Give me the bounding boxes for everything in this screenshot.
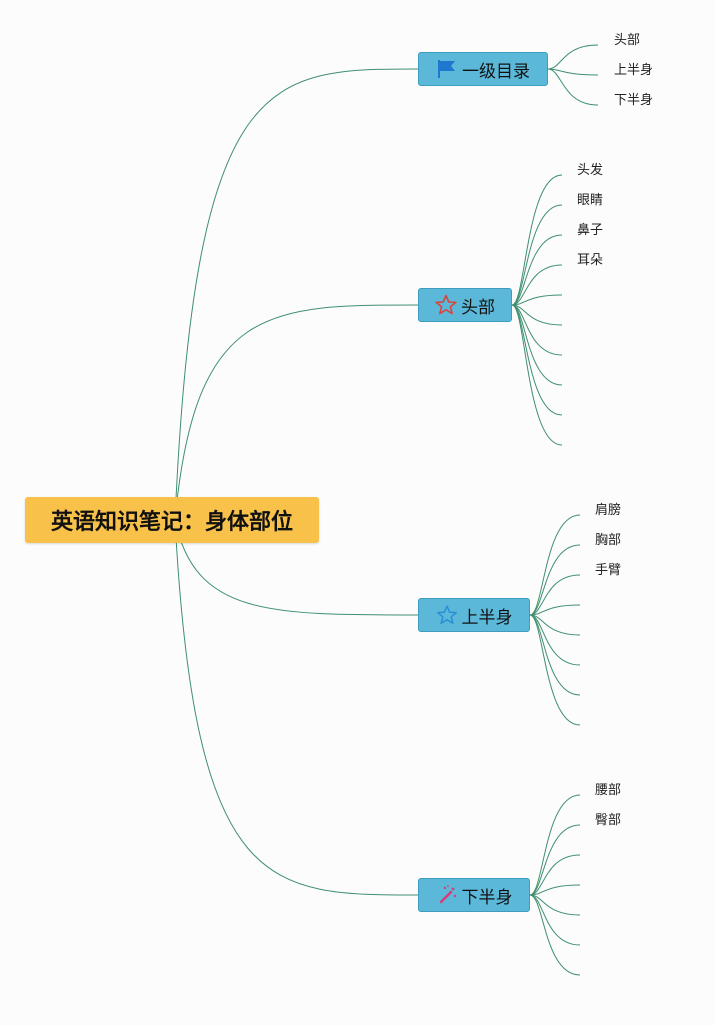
topic-to-leaf-connector bbox=[547, 68, 599, 76]
leaf-node[interactable]: 头发 bbox=[577, 163, 604, 178]
topic-to-leaf-connector bbox=[511, 304, 563, 326]
topic-to-leaf-connector bbox=[529, 824, 581, 896]
topic-to-leaf-connector bbox=[511, 304, 563, 446]
topic-to-leaf-connector bbox=[511, 234, 563, 306]
root-to-topic-connector bbox=[174, 519, 419, 896]
topic-label: 一级目录 bbox=[462, 61, 530, 82]
topic-to-leaf-connector bbox=[529, 614, 581, 666]
star-outline-red-icon bbox=[435, 294, 457, 316]
topic-head[interactable]: 头部 bbox=[418, 288, 512, 322]
topic-lower-body[interactable]: 下半身 bbox=[418, 878, 530, 912]
root-to-topic-connector bbox=[174, 68, 419, 521]
topic-to-leaf-connector bbox=[511, 304, 563, 356]
topic-to-leaf-connector bbox=[511, 294, 563, 306]
flag-icon bbox=[436, 58, 458, 80]
leaf-node[interactable]: 胸部 bbox=[595, 533, 622, 548]
topic-to-leaf-connector bbox=[547, 68, 599, 106]
root-topic[interactable]: 英语知识笔记：身体部位 bbox=[25, 497, 319, 543]
topic-to-leaf-connector bbox=[529, 854, 581, 896]
leaf-node[interactable]: 肩膀 bbox=[595, 503, 622, 518]
topic-to-leaf-connector bbox=[529, 604, 581, 616]
leaf-node[interactable]: 臀部 bbox=[595, 813, 622, 828]
topic-to-leaf-connector bbox=[529, 894, 581, 946]
leaf-node[interactable]: 上半身 bbox=[614, 63, 654, 78]
leaf-node[interactable]: 头部 bbox=[614, 33, 641, 48]
leaf-node[interactable]: 手臂 bbox=[595, 563, 622, 578]
topic-to-leaf-connector bbox=[529, 884, 581, 896]
topic-to-leaf-connector bbox=[529, 894, 581, 976]
topic-to-leaf-connector bbox=[511, 264, 563, 306]
leaf-node[interactable]: 下半身 bbox=[614, 93, 654, 108]
topic-to-leaf-connector bbox=[529, 574, 581, 616]
topic-upper-body[interactable]: 上半身 bbox=[418, 598, 530, 632]
leaf-node[interactable]: 腰部 bbox=[595, 783, 622, 798]
topic-to-leaf-connector bbox=[529, 514, 581, 616]
root-to-topic-connector bbox=[174, 519, 419, 616]
root-topic-label: 英语知识笔记：身体部位 bbox=[50, 510, 293, 535]
root-to-topic-connector bbox=[174, 304, 419, 521]
topic-label: 下半身 bbox=[461, 887, 513, 908]
magic-wand-icon bbox=[436, 884, 458, 906]
topic-to-leaf-connector bbox=[529, 794, 581, 896]
topic-to-leaf-connector bbox=[529, 894, 581, 916]
leaf-node[interactable]: 眼睛 bbox=[577, 193, 604, 208]
topic-to-leaf-connector bbox=[529, 614, 581, 726]
topic-to-leaf-connector bbox=[529, 614, 581, 636]
leaf-node[interactable]: 鼻子 bbox=[577, 223, 604, 238]
topic-to-leaf-connector bbox=[547, 44, 599, 70]
topic-label: 头部 bbox=[461, 297, 495, 318]
topic-label: 上半身 bbox=[461, 607, 513, 628]
leaf-node[interactable]: 耳朵 bbox=[577, 253, 604, 268]
star-outline-blue-icon bbox=[436, 604, 458, 626]
topic-level-one-directory[interactable]: 一级目录 bbox=[418, 52, 548, 86]
topic-to-leaf-connector bbox=[529, 544, 581, 616]
topic-to-leaf-connector bbox=[511, 174, 563, 306]
topic-to-leaf-connector bbox=[511, 204, 563, 306]
